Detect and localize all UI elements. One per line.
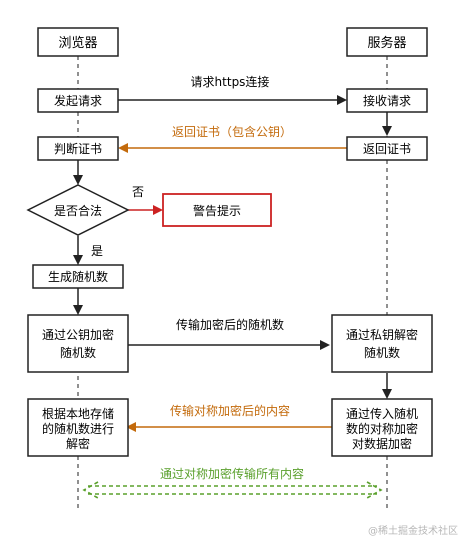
is-valid-label: 是否合法 <box>54 203 102 218</box>
decrypt-content-node: 根据本地存储 的随机数进行 解密 <box>27 398 129 457</box>
server-lane-header: 服务器 <box>346 27 428 57</box>
decrypt-random-line-1: 通过私钥解密 <box>346 327 418 342</box>
receive-request-label: 接收请求 <box>363 93 411 108</box>
encrypt-content-line-2: 数的对称加密 <box>346 421 418 436</box>
request-https-label: 请求https连接 <box>191 74 270 89</box>
branch-no-label: 否 <box>132 185 144 199</box>
all-content-label: 通过对称加密传输所有内容 <box>160 466 304 481</box>
check-cert-node: 判断证书 <box>37 136 119 161</box>
browser-lane-label: 浏览器 <box>58 35 97 51</box>
all-content-double-arrow <box>82 481 383 499</box>
check-cert-label: 判断证书 <box>54 141 102 156</box>
encrypt-random-line-1: 通过公钥加密 <box>42 327 114 342</box>
warning-label: 警告提示 <box>193 203 241 218</box>
server-lane-label: 服务器 <box>367 35 406 51</box>
encrypt-random-node: 通过公钥加密 随机数 <box>27 314 129 373</box>
decrypt-content-line-2: 的随机数进行 <box>42 421 114 436</box>
encrypt-random-line-2: 随机数 <box>60 345 96 360</box>
return-cert-message-label: 返回证书（包含公钥） <box>172 124 292 139</box>
decrypt-content-line-3: 解密 <box>66 436 90 451</box>
initiate-request-node: 发起请求 <box>37 88 119 113</box>
initiate-request-label: 发起请求 <box>54 93 102 108</box>
branch-yes-label: 是 <box>91 244 103 258</box>
return-cert-node: 返回证书 <box>346 136 428 161</box>
send-random-label: 传输加密后的随机数 <box>176 317 284 332</box>
decrypt-random-node: 通过私钥解密 随机数 <box>331 314 433 373</box>
decrypt-content-line-1: 根据本地存储 <box>42 406 114 421</box>
encrypt-content-line-3: 对数据加密 <box>352 436 412 451</box>
encrypt-content-node: 通过传入随机 数的对称加密 对数据加密 <box>331 398 433 457</box>
send-content-label: 传输对称加密后的内容 <box>170 403 290 418</box>
receive-request-node: 接收请求 <box>346 88 428 113</box>
decrypt-random-line-2: 随机数 <box>364 345 400 360</box>
watermark-text: @稀土掘金技术社区 <box>368 524 458 537</box>
connectors <box>73 95 392 432</box>
browser-lane-header: 浏览器 <box>37 27 119 57</box>
gen-random-node: 生成随机数 <box>32 264 124 289</box>
warning-node: 警告提示 <box>162 193 272 227</box>
return-cert-label: 返回证书 <box>363 142 411 156</box>
gen-random-label: 生成随机数 <box>48 269 108 284</box>
encrypt-content-line-1: 通过传入随机 <box>346 406 418 421</box>
is-valid-decision: 是否合法 <box>26 184 130 236</box>
